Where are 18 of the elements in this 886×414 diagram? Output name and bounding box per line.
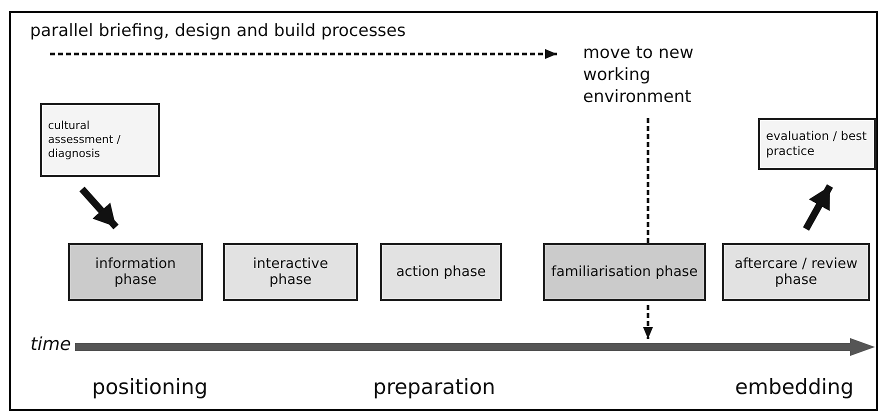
arrow (50, 49, 557, 59)
note-box: cultural assessment / diagnosis (40, 103, 160, 177)
arrow (802, 184, 834, 231)
annotation-text: move to new working environment (583, 42, 694, 108)
stage-label: preparation (373, 375, 496, 399)
phase-box: information phase (68, 243, 203, 301)
arrow (643, 305, 653, 339)
axis-label: time (30, 334, 71, 355)
connector-line (646, 118, 650, 244)
arrow (79, 186, 119, 230)
stage-label: embedding (735, 375, 854, 399)
heading-text: parallel briefing, design and build processes (30, 20, 407, 42)
phase-box: action phase (380, 243, 502, 301)
phase-box: aftercare / review phase (722, 243, 870, 301)
note-box: evaluation / best practice (758, 118, 876, 170)
stage-label: positioning (92, 375, 208, 399)
phase-box: interactive phase (223, 243, 358, 301)
phase-box: familiarisation phase (543, 243, 706, 301)
